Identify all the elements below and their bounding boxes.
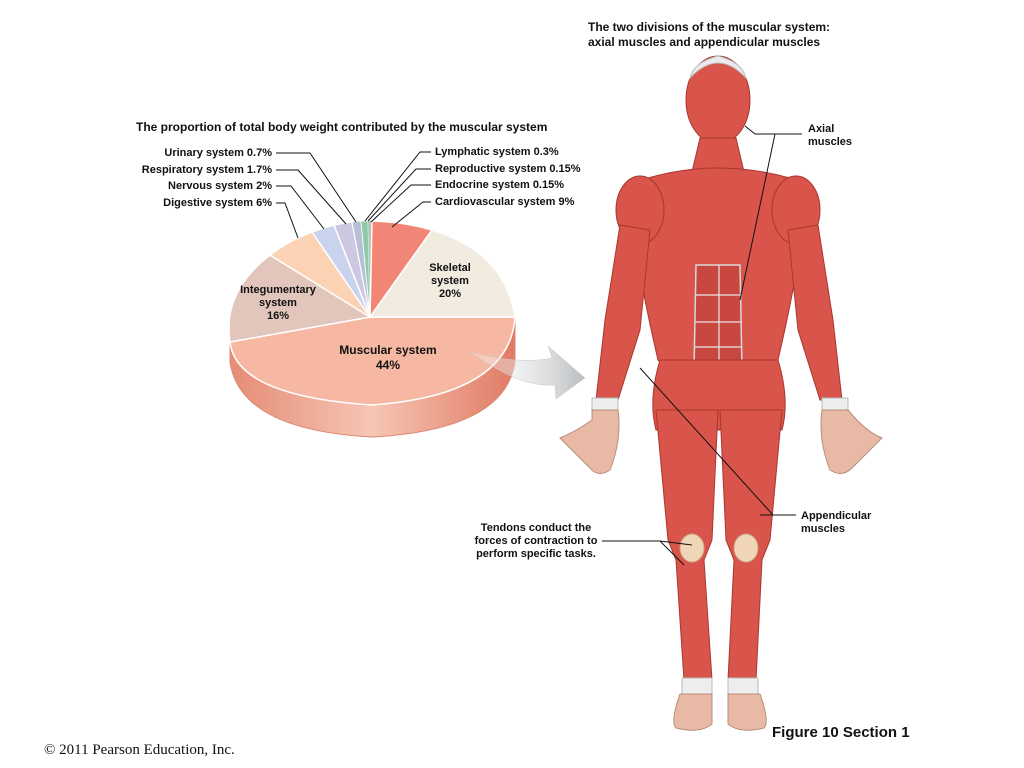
label-muscular: Muscular system 44% <box>339 343 437 372</box>
label-endocrine: Endocrine system 0.15% <box>435 179 565 191</box>
pie-slice-lymphatic <box>360 220 371 318</box>
pie-title: The proportion of total body weight cont… <box>136 120 548 134</box>
copyright: © 2011 Pearson Education, Inc. <box>44 742 235 758</box>
pie-slice-muscular <box>229 316 516 406</box>
label-integumentary: Integumentary system 16% <box>240 284 316 322</box>
pie-slice-skeletal <box>368 229 516 318</box>
label-urinary: Urinary system 0.7% <box>164 147 272 159</box>
pie-slice-reproductive <box>368 221 370 317</box>
label-digestive: Digestive system 6% <box>163 197 272 209</box>
body-title: The two divisions of the muscular system… <box>588 20 831 49</box>
body-leaders <box>602 125 802 566</box>
pie-leaders-right <box>364 151 431 228</box>
label-respiratory: Respiratory system 1.7% <box>141 164 272 176</box>
label-tendons: Tendons conduct the forces of contractio… <box>474 522 598 560</box>
pie-to-body-arrow <box>469 345 586 400</box>
label-nervous: Nervous system 2% <box>168 180 272 192</box>
figure-body <box>559 55 883 731</box>
pie-leaders-left <box>276 152 357 239</box>
label-axial-muscles: Axial muscles <box>808 123 853 148</box>
figure-label: Figure 10 Section 1 <box>772 724 910 741</box>
label-skeletal: Skeletal system 20% <box>429 262 471 300</box>
label-appendicular-muscles: Appendicular muscles <box>801 510 872 535</box>
label-lymphatic: Lymphatic system 0.3% <box>435 146 559 158</box>
label-cardiovascular: Cardiovascular system 9% <box>435 196 575 208</box>
pie-slice-integumentary <box>228 254 373 343</box>
label-reproductive: Reproductive system 0.15% <box>435 163 581 175</box>
